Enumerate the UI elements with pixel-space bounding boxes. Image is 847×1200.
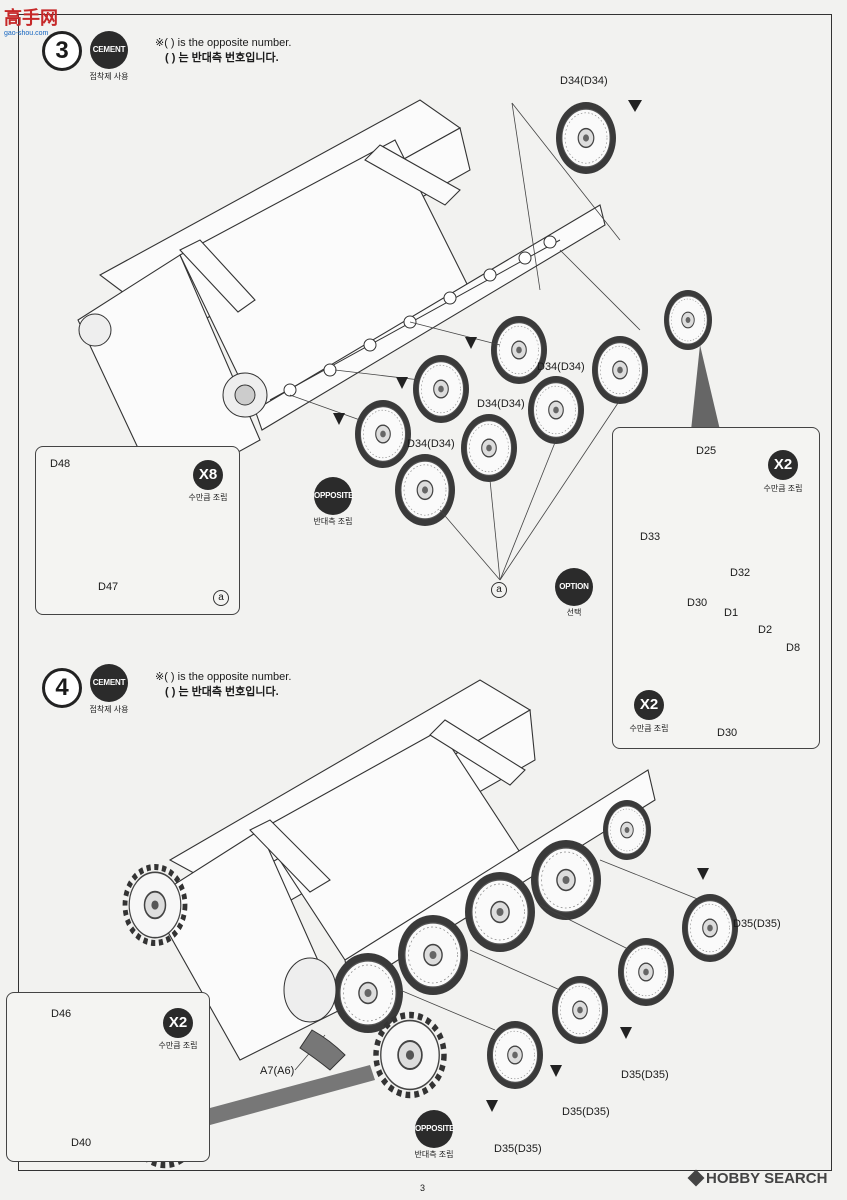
step3-suspension (78, 235, 561, 418)
label-a7: A7(A6) (260, 1065, 295, 1077)
inset-step4-multiplier-sub: 수만큼 조립 (158, 1041, 198, 1050)
step4-opposite-sub: 반대측 조립 (414, 1150, 454, 1159)
step3-note-en: ※( ) is the opposite number. (155, 37, 292, 49)
inset-left-multiplier: X8 (193, 460, 223, 490)
option-sub: 선택 (566, 608, 582, 617)
step3-number: 3 (42, 31, 82, 71)
inset-step4-d40: D40 (71, 1137, 92, 1149)
label-d34-mid: D34(D34) (477, 398, 525, 410)
step4-opposite-badge: OPPOSITE (415, 1110, 455, 1148)
inset-left-multiplier-sub: 수만큼 조립 (188, 493, 228, 502)
hobby-search-brand: HOBBY SEARCH (687, 1169, 828, 1187)
step4-note-ko: ( ) 는 반대측 번호입니다. (165, 686, 279, 698)
step3-opposite-sub: 반대측 조립 (313, 517, 353, 526)
step3-note-ko: ( ) 는 반대측 번호입니다. (165, 52, 279, 64)
step3-hull (77, 99, 606, 496)
watermark-url: gao-shou.com (4, 30, 49, 37)
track-guard-part (299, 1029, 346, 1071)
step4-arrows (486, 868, 709, 1112)
step3-callout-pointer (690, 345, 720, 440)
hobby-search-text: HOBBY SEARCH (706, 1170, 828, 1187)
step4-number: 4 (42, 668, 82, 708)
step4-guide-lines (294, 859, 701, 1071)
inset-right-d8: D8 (786, 642, 801, 654)
step4-note: ※( ) is the opposite number. ( ) 는 반대측 번… (155, 670, 291, 700)
inset-right-top-multiplier: X2 (768, 450, 798, 480)
step4-callout-pointer (210, 1065, 375, 1125)
page-number: 3 (420, 1183, 426, 1193)
inset-step4-multiplier: X2 (163, 1008, 193, 1038)
inset-right-top-multiplier-sub: 수만큼 조립 (763, 484, 803, 493)
inset-right-d32: D32 (730, 567, 751, 579)
label-d35-2: D35(D35) (621, 1069, 669, 1081)
inset-right-d30b: D30 (717, 727, 738, 739)
label-d34-low: D34(D34) (407, 438, 455, 450)
step3-cement-badge: CEMENT (90, 31, 128, 69)
step4-note-en: ※( ) is the opposite number. (155, 671, 292, 683)
inset-step4-d46: D46 (51, 1008, 72, 1020)
option-badge: OPTION (555, 568, 593, 606)
step3-ref-mark: a (491, 582, 507, 598)
inset-left-ref-mark: a (213, 590, 229, 606)
step4-cement-badge: CEMENT (90, 664, 128, 702)
step3-opposite-badge: OPPOSITE (314, 477, 354, 515)
inset-right-d30a: D30 (687, 597, 708, 609)
label-d34-mid-right: D34(D34) (537, 361, 585, 373)
watermark-site: 高手网 (4, 8, 58, 28)
label-d35-1: D35(D35) (733, 918, 781, 930)
inset-right-d2: D2 (758, 624, 773, 636)
watermark-logo: 高手网 gao-shou.com (4, 4, 58, 37)
step3-cement-sub: 접착제 사용 (89, 72, 129, 81)
inset-right-d1: D1 (724, 607, 739, 619)
label-d35-4: D35(D35) (494, 1143, 542, 1155)
inset-right-d33: D33 (640, 531, 661, 543)
step3-note: ※( ) is the opposite number. ( ) 는 반대측 번… (155, 36, 291, 66)
step4-wheels (125, 800, 738, 1095)
step4-cement-sub: 접착제 사용 (89, 705, 129, 714)
label-d35-3: D35(D35) (562, 1106, 610, 1118)
label-d34-top: D34(D34) (560, 75, 608, 87)
inset-left-d48: D48 (50, 458, 71, 470)
inset-right-d25: D25 (696, 445, 717, 457)
inset-left-d47: D47 (98, 581, 119, 593)
hobby-search-icon (687, 1169, 705, 1187)
inset-right-bottom-multiplier: X2 (634, 690, 664, 720)
inset-right-bottom-multiplier-sub: 수만큼 조립 (629, 724, 669, 733)
page-frame (18, 14, 832, 1171)
